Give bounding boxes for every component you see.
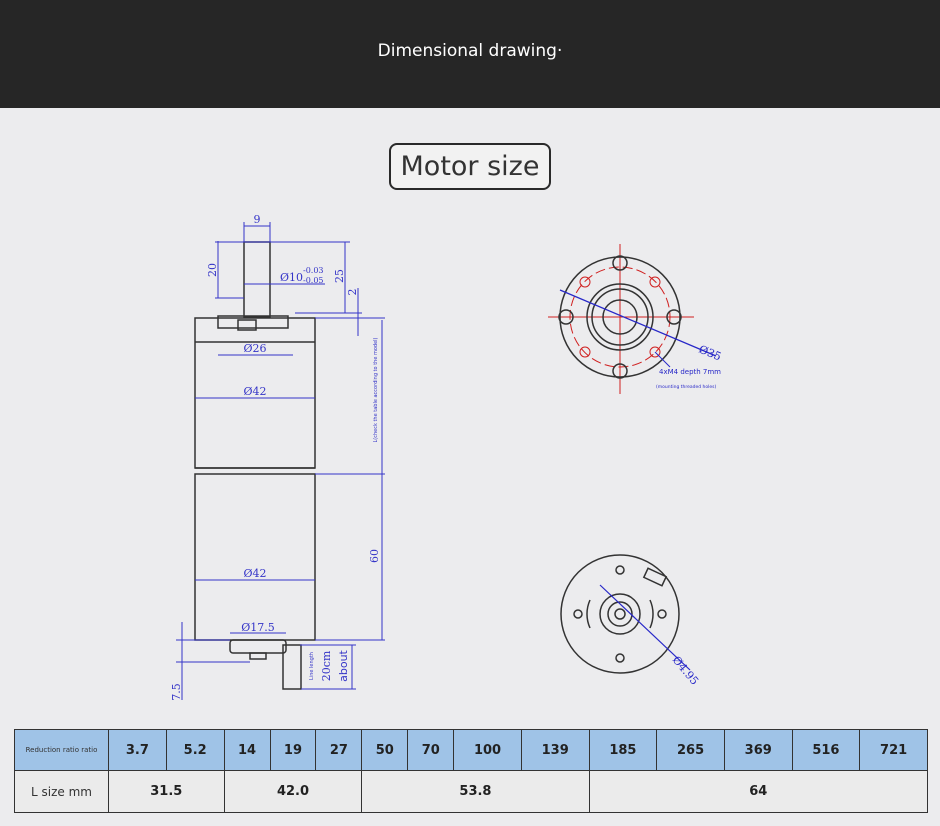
ratio-cell: 139 — [520, 729, 590, 771]
dimension-labels: 9 20 Ø10 -0.03 -0.05 25 2 Ø26 Ø42 L(chec… — [170, 213, 381, 701]
size-cell: 53.8 — [361, 770, 590, 813]
shaft-diameter-label: Ø10 — [280, 271, 303, 284]
header-bar: Dimensional drawing· — [0, 0, 940, 108]
section-title: Motor size — [389, 143, 551, 190]
ratio-cell: 516 — [791, 729, 861, 771]
dimension-lines — [176, 222, 385, 700]
front-pcd-label: Ø35 — [697, 343, 723, 364]
l-note-label: L(check the table according to the model… — [373, 337, 379, 442]
shaft-width-label: 9 — [254, 213, 261, 226]
gearbox-diameter-label: Ø42 — [243, 385, 266, 398]
rear-boss-label: Ø17.5 — [241, 621, 275, 634]
ratio-cell: 3.7 — [108, 729, 167, 771]
tolerance-upper: -0.03 — [303, 266, 324, 275]
rear-pcd-label: Ø4.95 — [670, 654, 702, 688]
wire-length-label: 20cm — [320, 650, 333, 681]
holes-label: 4xM4 depth 7mm — [659, 368, 721, 376]
wire-about-label: about — [337, 649, 350, 681]
ratio-cell: 369 — [723, 729, 793, 771]
motor-length-label: 60 — [368, 549, 381, 563]
tolerance-lower: -0.05 — [303, 276, 324, 285]
ratio-cell: 70 — [407, 729, 455, 771]
rear-height-label: 7.5 — [170, 683, 183, 701]
ratio-cell: 5.2 — [165, 729, 225, 771]
ratio-cell: 14 — [223, 729, 271, 771]
size-cell: 42.0 — [223, 770, 363, 813]
size-cell: 64 — [588, 770, 929, 813]
header-title: Dimensional drawing· — [377, 41, 563, 61]
ratio-cell: 185 — [588, 729, 658, 771]
flange-gap-label: 2 — [346, 289, 359, 296]
size-row-label: L size mm — [14, 770, 109, 813]
motor-side-view — [194, 241, 316, 690]
shaft-total-label: 25 — [333, 269, 346, 283]
ratio-cell: 50 — [361, 729, 409, 771]
ratio-cell: 721 — [859, 729, 928, 771]
front-view: Ø35 4xM4 depth 7mm (mounting threaded ho… — [548, 244, 723, 394]
ratio-cell: 265 — [656, 729, 725, 771]
boss-diameter-label: Ø26 — [243, 342, 266, 355]
ratio-cell: 100 — [453, 729, 522, 771]
motor-diameter-label: Ø42 — [243, 567, 266, 580]
ratio-cell: 27 — [315, 729, 363, 771]
holes-note-label: (mounting threaded holes) — [656, 384, 717, 390]
rear-view: Ø4.95 — [560, 554, 702, 688]
size-cell: 31.5 — [108, 770, 225, 813]
wire-label: Line length — [309, 652, 315, 680]
ratio-cell: 19 — [269, 729, 317, 771]
shaft-length-label: 20 — [206, 263, 219, 277]
ratio-row-label: Reduction ratio ratio — [14, 729, 109, 771]
